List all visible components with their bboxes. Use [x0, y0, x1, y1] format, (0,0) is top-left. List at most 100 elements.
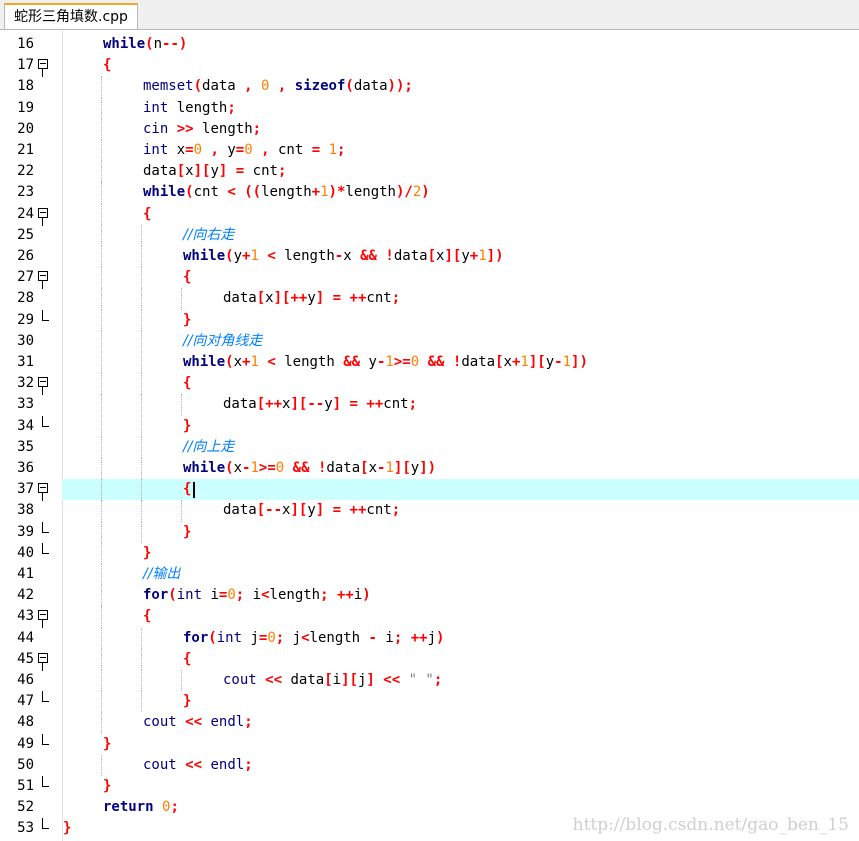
code-text: {: [183, 375, 192, 392]
line-number: 29: [17, 311, 34, 328]
code-line[interactable]: 40}: [0, 542, 859, 564]
code-line[interactable]: 27{: [0, 267, 859, 290]
indent-guide: [101, 670, 102, 692]
line-number: 28: [17, 290, 34, 307]
fold-minus-icon[interactable]: [38, 373, 52, 396]
indent-guide: [141, 500, 142, 522]
code-line[interactable]: 51}: [0, 776, 859, 797]
current-line-highlight: [62, 479, 859, 501]
code-text: while(cnt < ((length+1)*length)/2): [143, 184, 430, 201]
indent-guide: [101, 436, 102, 458]
line-number: 38: [17, 502, 34, 519]
code-line[interactable]: 41//输出: [0, 564, 859, 586]
indent-guide: [101, 352, 102, 374]
code-text: {: [103, 57, 112, 74]
fold-minus-icon[interactable]: [38, 55, 52, 78]
indent-guide: [141, 627, 142, 649]
code-line[interactable]: 25//向右走: [0, 224, 859, 246]
code-line[interactable]: 47}: [0, 691, 859, 713]
code-line[interactable]: 19 int length;: [0, 97, 859, 119]
code-line[interactable]: 17{: [0, 55, 859, 78]
code-text: memset(data , 0 , sizeof(data));: [143, 78, 413, 95]
indent-guide: [101, 458, 102, 480]
code-text: int length;: [143, 99, 236, 116]
code-text: while(x-1>=0 && !data[x-1][y]): [183, 460, 437, 476]
fold-end-icon: [38, 776, 52, 797]
fold-end-icon: [38, 415, 52, 437]
code-line[interactable]: 24{: [0, 203, 859, 226]
indent-guide: [141, 394, 142, 416]
fold-minus-icon[interactable]: [38, 649, 52, 671]
code-text: for(int i=0; i<length; ++i): [143, 587, 371, 604]
code-line[interactable]: 18 memset(data , 0 , sizeof(data));: [0, 76, 859, 98]
line-number: 16: [17, 36, 34, 52]
indent-guide: [101, 648, 102, 670]
indent-guide: [101, 118, 102, 140]
fold-line: [38, 225, 52, 246]
code-text: {: [183, 650, 192, 667]
fold-line: [38, 437, 52, 458]
text-cursor: [193, 482, 196, 499]
code-line[interactable]: 38 data[--x][y] = ++cnt;: [0, 500, 859, 522]
fold-minus-icon[interactable]: [38, 204, 52, 226]
line-number: 34: [17, 417, 34, 434]
code-line[interactable]: 49}: [0, 733, 859, 755]
indent-guide: [141, 288, 142, 310]
indent-guide: [101, 182, 102, 204]
line-number: 41: [17, 566, 34, 582]
code-line[interactable]: 29}: [0, 309, 859, 331]
code-text: }: [183, 417, 192, 434]
line-number: 20: [17, 120, 34, 137]
code-line[interactable]: 45{: [0, 648, 859, 671]
code-line[interactable]: 53}: [0, 818, 859, 839]
fold-line: [38, 182, 52, 203]
code-line[interactable]: 39}: [0, 521, 859, 543]
code-line[interactable]: 32{: [0, 373, 859, 396]
indent-guide: [141, 330, 142, 352]
indent-guide: [101, 521, 102, 543]
file-tab[interactable]: 蛇形三角填数.cpp: [4, 3, 138, 29]
current-code-line[interactable]: 37 {: [0, 479, 859, 502]
fold-end-icon: [38, 691, 52, 712]
fold-line: [38, 755, 52, 776]
code-text: {: [183, 481, 192, 498]
code-line[interactable]: 34}: [0, 415, 859, 437]
code-line[interactable]: 30//向对角线走: [0, 330, 859, 352]
line-number: 18: [17, 78, 34, 95]
code-line[interactable]: 35//向上走: [0, 436, 859, 458]
line-number: 37: [17, 481, 34, 498]
line-number: 52: [17, 799, 34, 816]
code-line[interactable]: 43{: [0, 606, 859, 629]
indent-guide: [141, 246, 142, 268]
line-number: 30: [17, 332, 34, 349]
indent-guide: [181, 670, 182, 692]
fold-minus-icon[interactable]: [38, 267, 52, 290]
line-number: 46: [17, 672, 34, 688]
line-number: 40: [17, 544, 34, 561]
indent-guide: [101, 140, 102, 162]
fold-minus-icon[interactable]: [38, 606, 52, 629]
code-text: data[x][y] = cnt;: [143, 163, 287, 180]
line-number: 33: [17, 396, 34, 413]
fold-minus-icon[interactable]: [38, 479, 52, 502]
code-text: data[--x][y] = ++cnt;: [223, 502, 401, 519]
indent-guide: [141, 352, 142, 374]
line-number: 19: [17, 99, 34, 116]
